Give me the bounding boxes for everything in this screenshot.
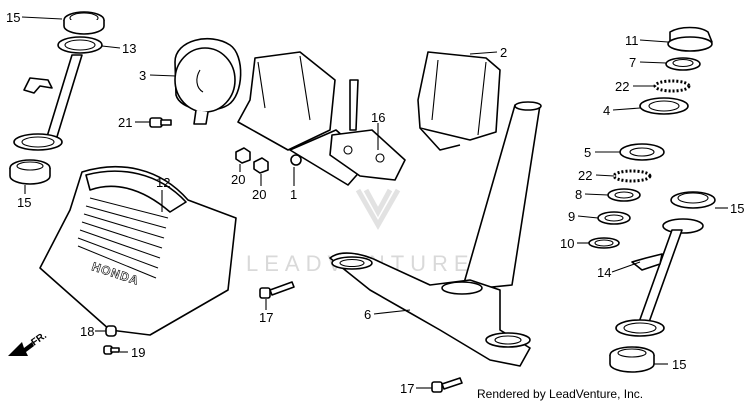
callout-15: 15 (17, 195, 31, 210)
part-18-grommet[interactable] (105, 325, 117, 337)
callout-15: 15 (6, 10, 20, 25)
part-15-upper-seal[interactable] (63, 11, 105, 35)
part-20-nut-lower[interactable] (253, 157, 269, 174)
callout-18: 18 (80, 324, 94, 339)
callout-11: 11 (625, 33, 639, 48)
callout-22: 22 (615, 79, 629, 94)
callout-9: 9 (568, 209, 575, 224)
part-15-lower-seal-left[interactable] (9, 159, 51, 185)
part-22-bearing-upper[interactable] (653, 79, 691, 93)
part-20-nut-upper[interactable] (235, 147, 251, 164)
front-direction-arrow: FR. (8, 330, 49, 356)
part-17-bolt-lower[interactable] (431, 377, 463, 393)
part-19-screw[interactable] (103, 345, 120, 355)
callout-7: 7 (629, 55, 636, 70)
callout-13: 13 (122, 41, 136, 56)
callout-16: 16 (371, 110, 385, 125)
callout-20: 20 (231, 172, 245, 187)
callout-17: 17 (400, 381, 414, 396)
callout-22: 22 (578, 168, 592, 183)
callout-17: 17 (259, 310, 273, 325)
callout-14: 14 (597, 265, 611, 280)
part-5-cup[interactable] (619, 143, 665, 161)
callout-4: 4 (603, 103, 610, 118)
callout-2: 2 (500, 45, 507, 60)
callout-10: 10 (560, 236, 574, 251)
callout-21: 21 (118, 115, 132, 130)
render-credit: Rendered by LeadVenture, Inc. (477, 387, 643, 401)
callout-20: 20 (252, 187, 266, 202)
callout-6: 6 (364, 307, 371, 322)
part-11-nut[interactable] (667, 26, 713, 52)
callout-labels: 15 13 3 21 2 16 11 7 22 4 5 22 8 9 10 15… (6, 10, 744, 396)
callout-19: 19 (131, 345, 145, 360)
part-22-bearing-lower[interactable] (612, 169, 652, 183)
part-15-lower-seal-right[interactable] (609, 346, 655, 373)
part-7-race[interactable] (665, 57, 701, 71)
part-2-cover[interactable] (417, 51, 501, 151)
part-21-screw[interactable] (149, 117, 172, 128)
part-1-bolt[interactable] (290, 154, 302, 166)
part-9-seal[interactable] (597, 211, 631, 225)
part-13-ring[interactable] (57, 36, 103, 54)
callout-8: 8 (575, 187, 582, 202)
steering-tool-left[interactable] (13, 54, 83, 151)
callout-3: 3 (139, 68, 146, 83)
part-8-race[interactable] (607, 188, 641, 202)
part-12-headlight-cover[interactable]: HONDA (39, 166, 237, 336)
part-17-bolt-upper[interactable] (259, 281, 295, 299)
part-14-steering-tool[interactable] (615, 218, 704, 337)
part-3-horn[interactable] (174, 37, 242, 125)
callout-1: 1 (290, 187, 297, 202)
part-10-washer[interactable] (588, 237, 620, 249)
callout-5: 5 (584, 145, 591, 160)
callout-15: 15 (730, 201, 744, 216)
callout-15: 15 (672, 357, 686, 372)
part-15-upper-seal-right[interactable] (670, 191, 716, 209)
part-6-steering-stem[interactable] (329, 101, 542, 367)
part-16-bracket[interactable] (329, 79, 406, 181)
leader-lines (21, 16, 728, 389)
callout-12: 12 (156, 175, 170, 190)
part-4-cup[interactable] (639, 97, 689, 115)
